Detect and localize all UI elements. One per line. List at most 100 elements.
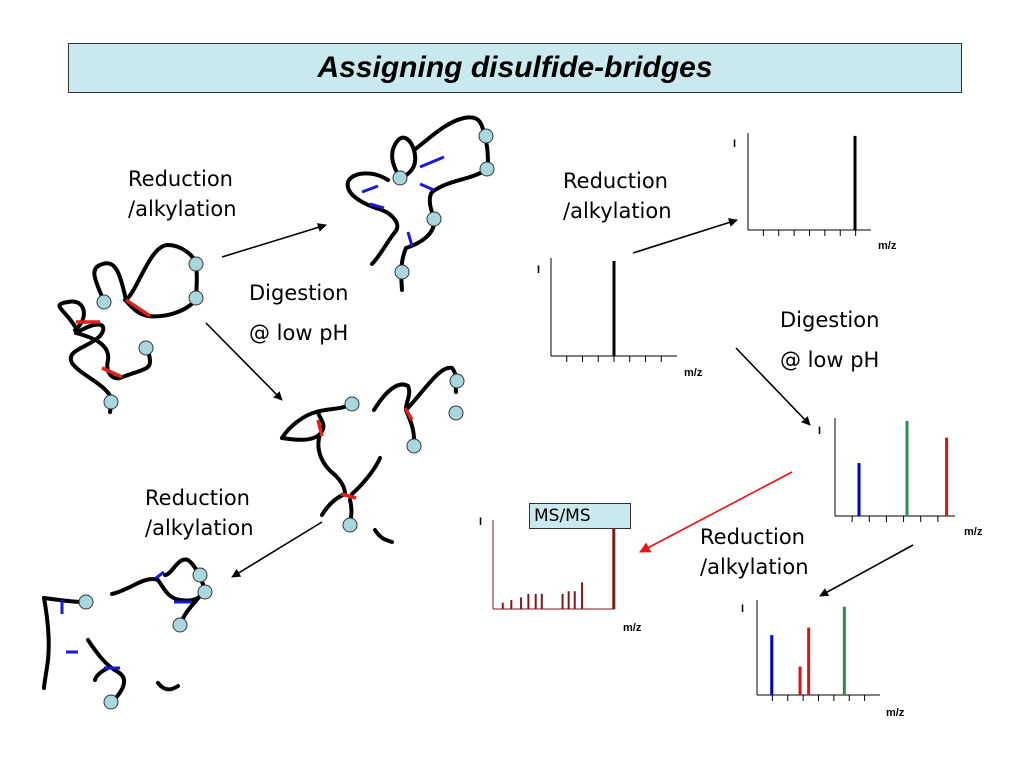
- cysteine-bead: [103, 694, 119, 710]
- disulfide-bond: [125, 298, 151, 318]
- arrow-reduction-right: [632, 218, 738, 254]
- msms-label: MS/MS: [529, 503, 631, 529]
- cysteine-bead: [478, 128, 494, 144]
- label-digestion: Digestion: [249, 281, 349, 305]
- arrow-msms: [639, 471, 793, 553]
- peptide-chain: [316, 432, 347, 517]
- arrow-digestion-left: [205, 322, 283, 401]
- label-reduction-right: Reduction /alkylation: [563, 166, 672, 226]
- peptide-chain: [373, 528, 394, 544]
- mz-label: m/z: [964, 526, 983, 538]
- arrow-reduction-top: [221, 223, 327, 258]
- intensity-label: I: [741, 603, 745, 615]
- cysteine-bead: [406, 438, 422, 454]
- intensity-label: I: [818, 425, 822, 437]
- cysteine-bead: [342, 517, 358, 533]
- spectrum-intact-reduced: [747, 133, 871, 236]
- label-reduction-line2: /alkylation: [145, 516, 254, 540]
- arrow-reduction-bottom: [231, 521, 323, 578]
- native-chain-1: [57, 299, 114, 414]
- reduced-protein: [345, 115, 490, 292]
- cysteine-bead: [394, 264, 410, 280]
- title-box: Assigning disulfide-bridges: [68, 43, 962, 93]
- mz-label: m/z: [684, 367, 703, 379]
- reduced-cysteines: [392, 128, 495, 280]
- digested-cysteines: [342, 373, 465, 533]
- label-reduction-line1: Reduction: [128, 167, 233, 191]
- cysteine-bead: [172, 617, 188, 633]
- alkyl-cap: [419, 182, 435, 192]
- cysteine-bead: [188, 256, 204, 272]
- label-reduction-line2: /alkylation: [700, 555, 809, 579]
- arrow-digestion-right: [735, 347, 811, 426]
- label-reduction-line1: Reduction: [700, 525, 805, 549]
- reduced-chain-4: [399, 168, 488, 292]
- label-digestion: Digestion: [780, 308, 880, 332]
- label-low-ph: @ low pH: [249, 321, 349, 345]
- disulfide-bond: [316, 419, 324, 437]
- digested-disulfides: [316, 407, 414, 500]
- native-disulfides: [76, 298, 151, 379]
- cysteine-bead: [344, 396, 360, 412]
- label-digestion-left: Digestion @ low pH: [249, 278, 348, 348]
- label-digestion-right: Digestion @ low pH: [780, 305, 879, 375]
- mz-label: m/z: [623, 622, 642, 634]
- alkyl-cap: [406, 231, 414, 247]
- disulfide-bond: [403, 407, 414, 421]
- arrows: [205, 218, 914, 597]
- reduced-chain-2: [390, 135, 418, 180]
- alkyl-cap: [361, 184, 379, 194]
- spectrum-digest-native: [834, 418, 955, 522]
- reduced-chain-1: [345, 171, 400, 266]
- digested-peptides: [280, 365, 458, 544]
- disulfide-bond: [340, 492, 357, 500]
- label-low-ph: @ low pH: [780, 348, 880, 372]
- peptide-chain: [42, 596, 51, 690]
- native-chain-3: [92, 243, 199, 319]
- peptide-chain: [156, 681, 180, 692]
- cysteine-bead: [78, 594, 94, 610]
- reduced-cysteines-bottom: [78, 567, 213, 710]
- label-reduction-line2: /alkylation: [128, 197, 237, 221]
- label-reduction-top: Reduction /alkylation: [128, 164, 237, 224]
- alkyl-cap: [369, 202, 385, 210]
- cysteine-bead: [426, 211, 442, 227]
- spectrum-msms: [492, 520, 616, 610]
- label-reduction-line1: Reduction: [145, 486, 250, 510]
- cysteine-bead: [192, 567, 208, 583]
- cysteine-bead: [188, 290, 204, 306]
- mz-label: m/z: [886, 707, 905, 719]
- peptide-chain: [110, 557, 207, 603]
- cysteine-bead: [197, 584, 213, 600]
- cysteine-bead: [479, 161, 495, 177]
- mz-label: m/z: [878, 240, 897, 252]
- intensity-label: I: [479, 516, 483, 528]
- cysteine-bead: [448, 405, 464, 421]
- native-protein: [57, 243, 199, 414]
- label-reduction-lowright: Reduction /alkylation: [700, 522, 809, 582]
- arrow-reduction-lowright: [819, 544, 914, 597]
- cysteine-bead: [138, 340, 154, 356]
- peptide-chain: [350, 456, 382, 496]
- cysteine-bead: [96, 294, 112, 310]
- label-reduction-bottom-left: Reduction /alkylation: [145, 483, 254, 543]
- peptide-chain: [86, 638, 127, 702]
- cysteine-bead: [392, 170, 408, 186]
- intensity-label: I: [733, 138, 737, 150]
- cysteine-bead: [103, 394, 119, 410]
- reduced-alkyl-caps-bottom: [60, 570, 192, 670]
- spectrum-intact-native: [550, 258, 677, 362]
- peptide-chain: [42, 596, 86, 604]
- slide-title: Assigning disulfide-bridges: [317, 51, 713, 84]
- peptide-chain: [372, 365, 458, 412]
- intensity-label: I: [537, 264, 541, 276]
- native-cysteines: [96, 256, 204, 410]
- spectrum-digest-reduced: [756, 600, 880, 701]
- reduced-alkyl-caps: [361, 155, 445, 247]
- disulfide-bond: [101, 366, 123, 379]
- peptide-chain: [93, 666, 110, 682]
- reduced-chain-3: [412, 115, 490, 170]
- alkyl-cap: [155, 570, 165, 580]
- cysteine-bead: [449, 373, 465, 389]
